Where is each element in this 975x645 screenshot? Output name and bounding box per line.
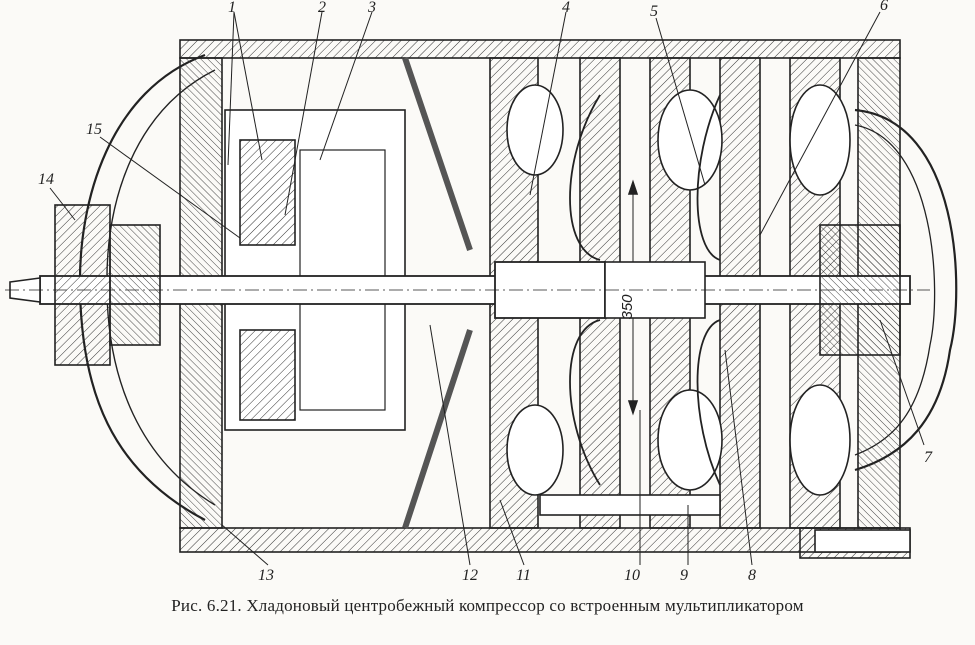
callout-6: 6 — [880, 0, 888, 14]
callout-15: 15 — [86, 121, 102, 138]
figure-caption: Рис. 6.21. Хладоновый центробежный компр… — [171, 596, 804, 615]
callout-5: 5 — [650, 3, 658, 20]
callout-14: 14 — [38, 171, 54, 188]
callout-2: 2 — [318, 0, 326, 16]
callout-leaders — [49, 11, 925, 566]
callout-10: 10 — [624, 567, 640, 584]
callout-8: 8 — [748, 567, 756, 584]
callout-9: 9 — [680, 567, 688, 584]
callout-1: 1 — [228, 0, 236, 16]
callout-numbers: 1 2 3 4 5 6 7 8 9 10 11 12 13 14 15 — [38, 0, 933, 584]
right-bearing-block — [819, 224, 901, 356]
callout-4: 4 — [562, 0, 570, 16]
callout-12: 12 — [462, 567, 478, 584]
casing-bottom-band — [179, 527, 901, 553]
compressor-cross-section-drawing: 350 1 2 3 4 5 6 7 8 9 10 11 12 13 14 15 — [5, 0, 958, 584]
right-dome-cover — [854, 108, 958, 472]
impeller-assembly — [489, 57, 851, 529]
callout-7: 7 — [924, 449, 933, 466]
callout-13: 13 — [258, 567, 274, 584]
bottom-bolt — [539, 494, 721, 516]
casing-top-band — [179, 39, 901, 59]
callout-3: 3 — [367, 0, 376, 16]
impeller-diameter-label: 350 — [619, 294, 636, 320]
callout-11: 11 — [516, 567, 531, 584]
left-seal-block — [54, 204, 111, 366]
